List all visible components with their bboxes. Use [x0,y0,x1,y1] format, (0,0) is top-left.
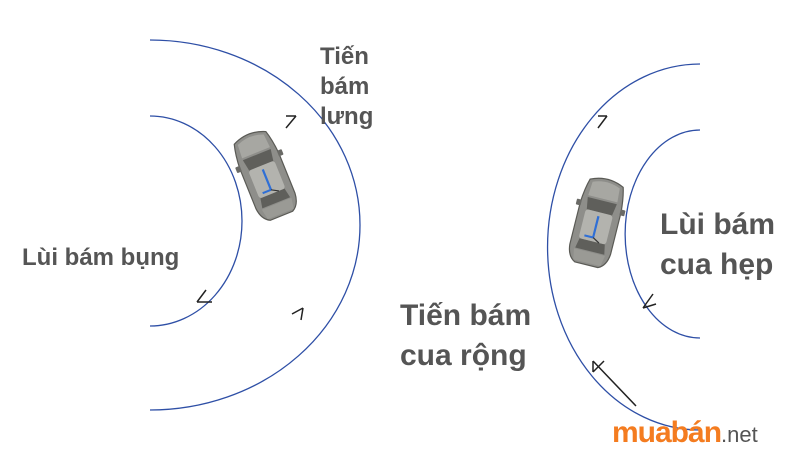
label-forward-follow-back: Tiến bám lưng [320,43,374,130]
label-reverse-follow-belly: Lùi bám bụng [22,244,180,271]
car-icon [560,172,634,272]
arrow-icon [642,293,657,309]
label-reverse-narrow-curve: Lùi bám cua hẹp [660,208,776,281]
brand-watermark: muabán.net [612,416,758,450]
right-outer-curve [546,63,701,431]
arrow-icon [291,307,304,321]
left-outer-curve [149,39,361,411]
label-forward-wide-curve: Tiến bám cua rộng [400,299,532,372]
arrow-icon [597,115,608,129]
left-inner-curve [149,115,243,327]
arrow-icon [285,115,297,129]
right-inner-curve [624,129,701,339]
car-icon [224,123,306,227]
arrow-icon [196,289,212,303]
brand-name: muabán [612,416,722,449]
brand-tld: .net [721,422,758,447]
arrow-icon [592,360,637,407]
